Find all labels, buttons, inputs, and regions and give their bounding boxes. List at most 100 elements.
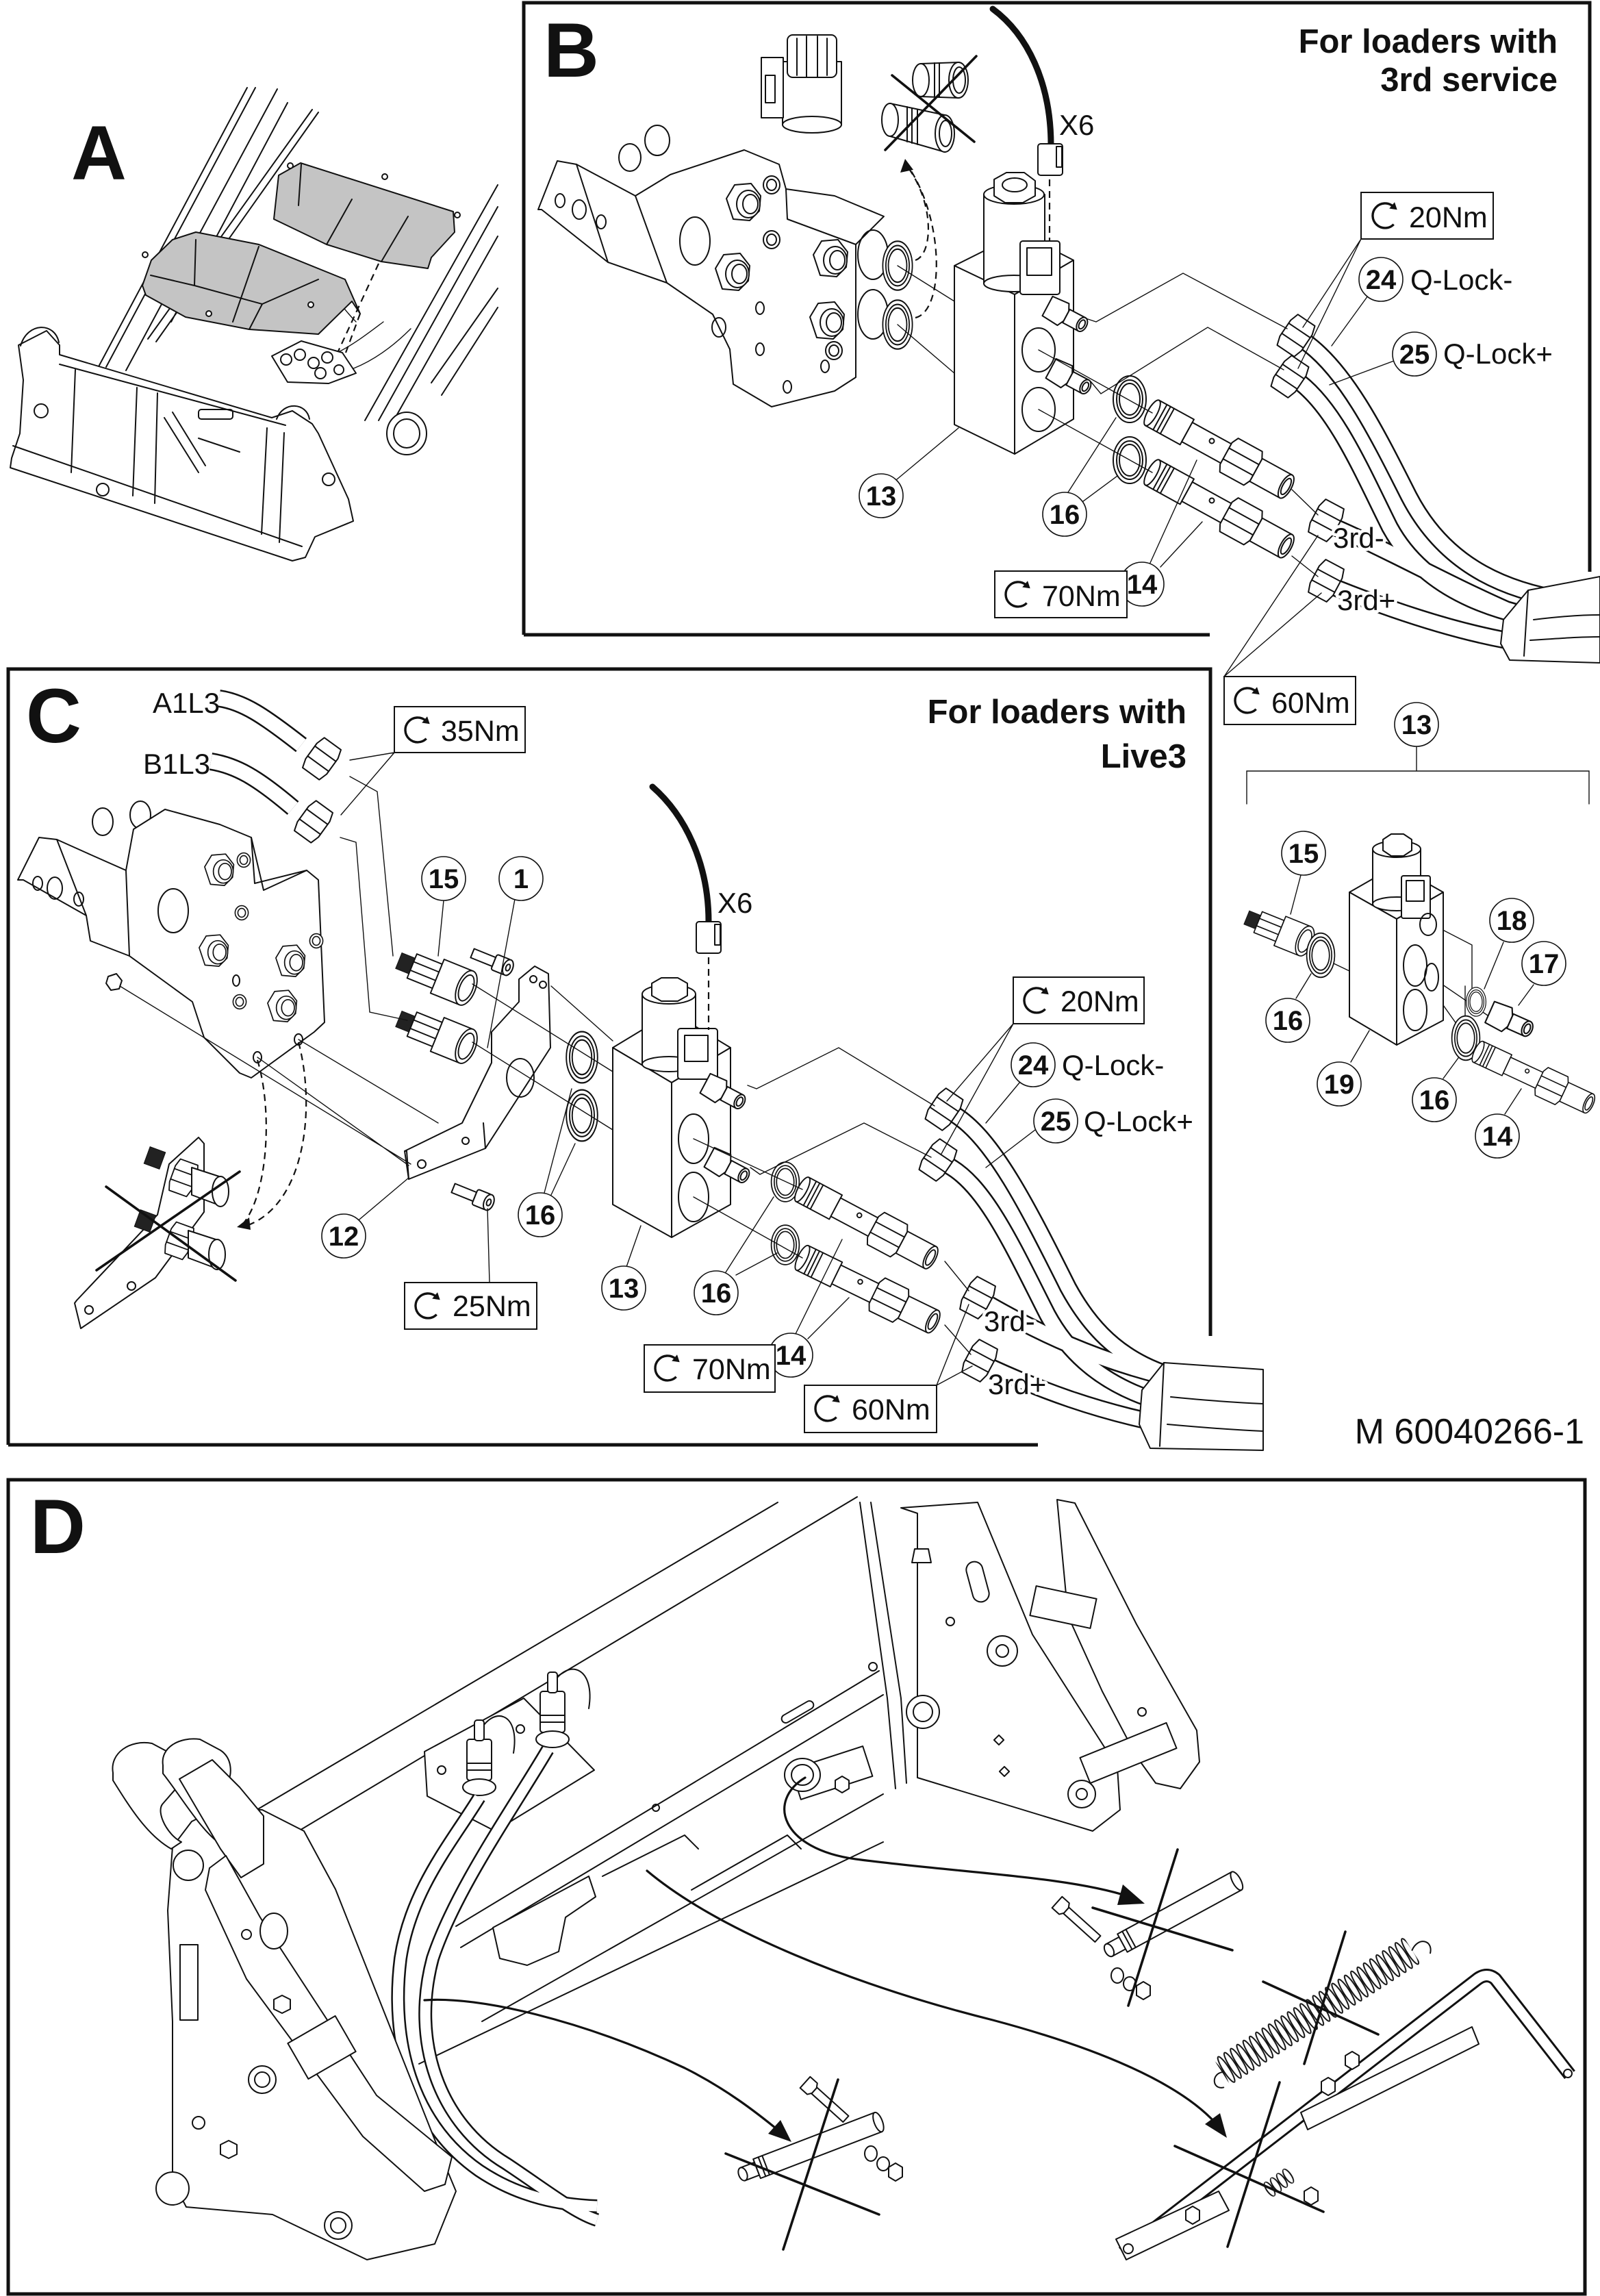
bracket-hub-bore <box>254 2071 270 2088</box>
pivot-hub-bore <box>1076 1788 1088 1800</box>
lower-pin-nut <box>835 1776 850 1793</box>
lever-end <box>1563 2069 1573 2078</box>
bracket-back-plate-edges <box>859 1502 907 1789</box>
svg-text:60Nm: 60Nm <box>1271 687 1350 720</box>
valve-plug <box>763 230 780 249</box>
coupler-cap <box>474 1719 485 1741</box>
callout-18: 18 <box>1489 898 1534 943</box>
valve-port <box>280 353 292 366</box>
torque-box-adapters: 70Nm <box>994 570 1128 618</box>
mount-hole <box>572 199 587 220</box>
seal-16-inlet-lower <box>566 1089 598 1142</box>
valve-port-fitting <box>199 934 229 967</box>
panel-d: D <box>6 1478 1587 2296</box>
callout-q-lock-minus: 24 <box>1358 257 1404 302</box>
svg-text:24: 24 <box>1366 265 1397 295</box>
mount-hole <box>32 876 43 891</box>
callout-assembly-13: 13 <box>1394 702 1439 747</box>
cover-bolt <box>454 212 461 218</box>
valve-plug <box>232 994 247 1010</box>
cover-bolt <box>381 173 388 180</box>
exploded-view-lines <box>119 776 972 1355</box>
valve-port <box>307 357 320 369</box>
valve-bore <box>679 216 711 266</box>
solenoid-connector <box>1401 875 1431 919</box>
panel-d-label: D <box>30 1484 86 1569</box>
svg-text:13: 13 <box>1401 710 1432 740</box>
assembly-bracket <box>1246 746 1590 805</box>
bracket-plate <box>404 966 551 1180</box>
connector-socket <box>1406 880 1425 902</box>
x6-harness-c: X6 <box>649 783 752 1030</box>
solenoid-connector <box>677 1028 718 1080</box>
svg-text:25: 25 <box>1041 1107 1071 1137</box>
bracket-square-hole <box>993 1734 1005 1746</box>
bracket-hole <box>461 1137 470 1145</box>
callout-valve-block: 13 <box>859 473 904 518</box>
lower-pin-bore-inner <box>791 1764 814 1786</box>
x6-connector <box>1037 143 1063 176</box>
q-lock-plus-label: Q-Lock+ <box>1084 1105 1193 1137</box>
bracket-bore <box>506 1058 535 1098</box>
bracket-pin <box>155 2171 190 2206</box>
connector-tab <box>714 924 721 946</box>
removed-lower-pin <box>724 2076 903 2251</box>
document-number: M 60040266-1 <box>1355 1412 1584 1452</box>
bracket-hole <box>192 2116 205 2130</box>
x6-label: X6 <box>718 887 752 919</box>
bracket-bar <box>179 1944 199 2021</box>
frame-pin <box>322 472 335 486</box>
block-port <box>1424 963 1439 992</box>
block-port <box>1403 944 1427 987</box>
removal-arrow-path <box>243 1042 307 1227</box>
lift-cylinder-end <box>386 412 427 455</box>
seal-16-inlet-upper <box>566 1031 598 1084</box>
removed-fitting-bracket <box>74 1042 307 1329</box>
solenoid-nut <box>993 172 1036 203</box>
cross-out-mark <box>1091 1848 1234 2007</box>
valve-port <box>294 349 306 361</box>
coupler-nut <box>535 1730 570 1748</box>
callout-seals: 16 <box>1042 492 1087 537</box>
torque-box-third-service-hoses: 60Nm <box>1223 676 1356 725</box>
svg-text:70Nm: 70Nm <box>692 1353 771 1386</box>
removal-arrow-upper-pin <box>783 1776 1131 1898</box>
attach-frame-details <box>12 327 310 547</box>
valve-plug <box>763 175 780 194</box>
removal-arrow-head <box>900 159 913 173</box>
frame-pin <box>96 483 110 496</box>
q-lock-minus-label: Q-Lock- <box>1062 1049 1164 1081</box>
hoses-b <box>1293 333 1600 664</box>
solenoid-nut-top <box>1002 177 1028 192</box>
mount-hole <box>596 214 607 229</box>
x6-harness: X6 <box>989 5 1094 241</box>
valve-port <box>314 367 327 379</box>
pivot-tube-lower <box>1079 1721 1178 1784</box>
bracket-hole <box>529 975 537 983</box>
callout-16-inlet: 16 <box>1265 998 1310 1043</box>
valve-block-13 <box>954 172 1096 455</box>
block-left-face <box>1349 892 1397 1046</box>
removed-spring <box>1212 1930 1432 2089</box>
lift-cylinder-end-inner <box>393 418 420 449</box>
coupler-nut <box>462 1778 496 1796</box>
valve-port-fitting <box>809 301 845 340</box>
callout-q-lock-plus: 25 <box>1392 331 1437 377</box>
svg-text:14: 14 <box>1482 1122 1513 1152</box>
cross-out-mark <box>884 55 978 151</box>
block-port <box>678 1113 709 1164</box>
svg-text:24: 24 <box>1018 1050 1049 1081</box>
pivot-tube <box>1029 1585 1097 1629</box>
valve-block-detail: 13 15 16 19 16 18 17 14 <box>1240 702 1600 1159</box>
valve-solenoid <box>761 34 842 134</box>
third-plus-label: 3rd+ <box>1337 584 1395 616</box>
svg-text:70Nm: 70Nm <box>1042 580 1121 613</box>
valve-side-port <box>644 125 670 156</box>
valve-plug <box>825 341 843 360</box>
valve-block-13-c <box>612 977 754 1238</box>
bracket-slot <box>965 1561 990 1603</box>
old-fitting-end <box>208 1239 226 1270</box>
svg-text:16: 16 <box>1273 1006 1304 1036</box>
svg-text:20Nm: 20Nm <box>1409 201 1488 234</box>
valve-port-fitting <box>813 239 848 277</box>
